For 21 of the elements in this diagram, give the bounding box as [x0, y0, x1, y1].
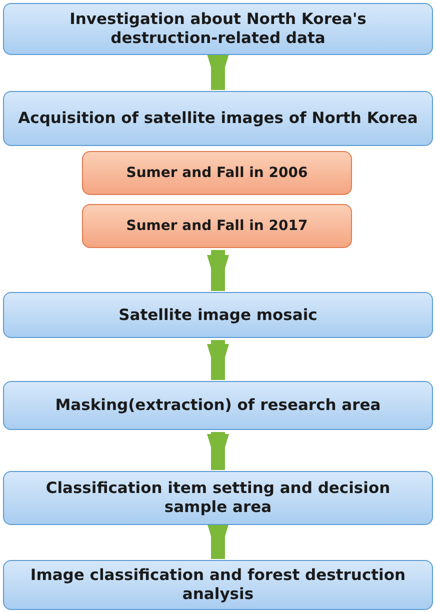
box-label: Image classification and forest destruction analysis	[29, 566, 407, 604]
arrow	[207, 250, 229, 291]
process-box	[3, 91, 433, 146]
box-label: Investigation about North Korea's destruction-related data	[68, 10, 368, 48]
arrow	[207, 54, 229, 90]
arrow	[207, 340, 229, 380]
box-label: Satellite image mosaic	[118, 306, 318, 324]
process-box	[82, 151, 352, 195]
box-label: Classification item setting and decision sample area	[44, 479, 392, 517]
arrow	[207, 523, 229, 559]
box-label: Masking(extraction) of research area	[55, 396, 381, 415]
arrow	[207, 432, 229, 470]
process-box	[3, 560, 433, 610]
process-box	[3, 292, 433, 338]
process-box	[3, 3, 433, 55]
box-label: Sumer and Fall in 2006	[126, 164, 308, 182]
process-box	[82, 204, 352, 248]
box-label: Sumer and Fall in 2017	[126, 218, 308, 234]
process-box	[3, 471, 433, 525]
box-label: Acquisition of satellite images of North Korea	[18, 109, 418, 128]
process-box	[3, 381, 433, 430]
